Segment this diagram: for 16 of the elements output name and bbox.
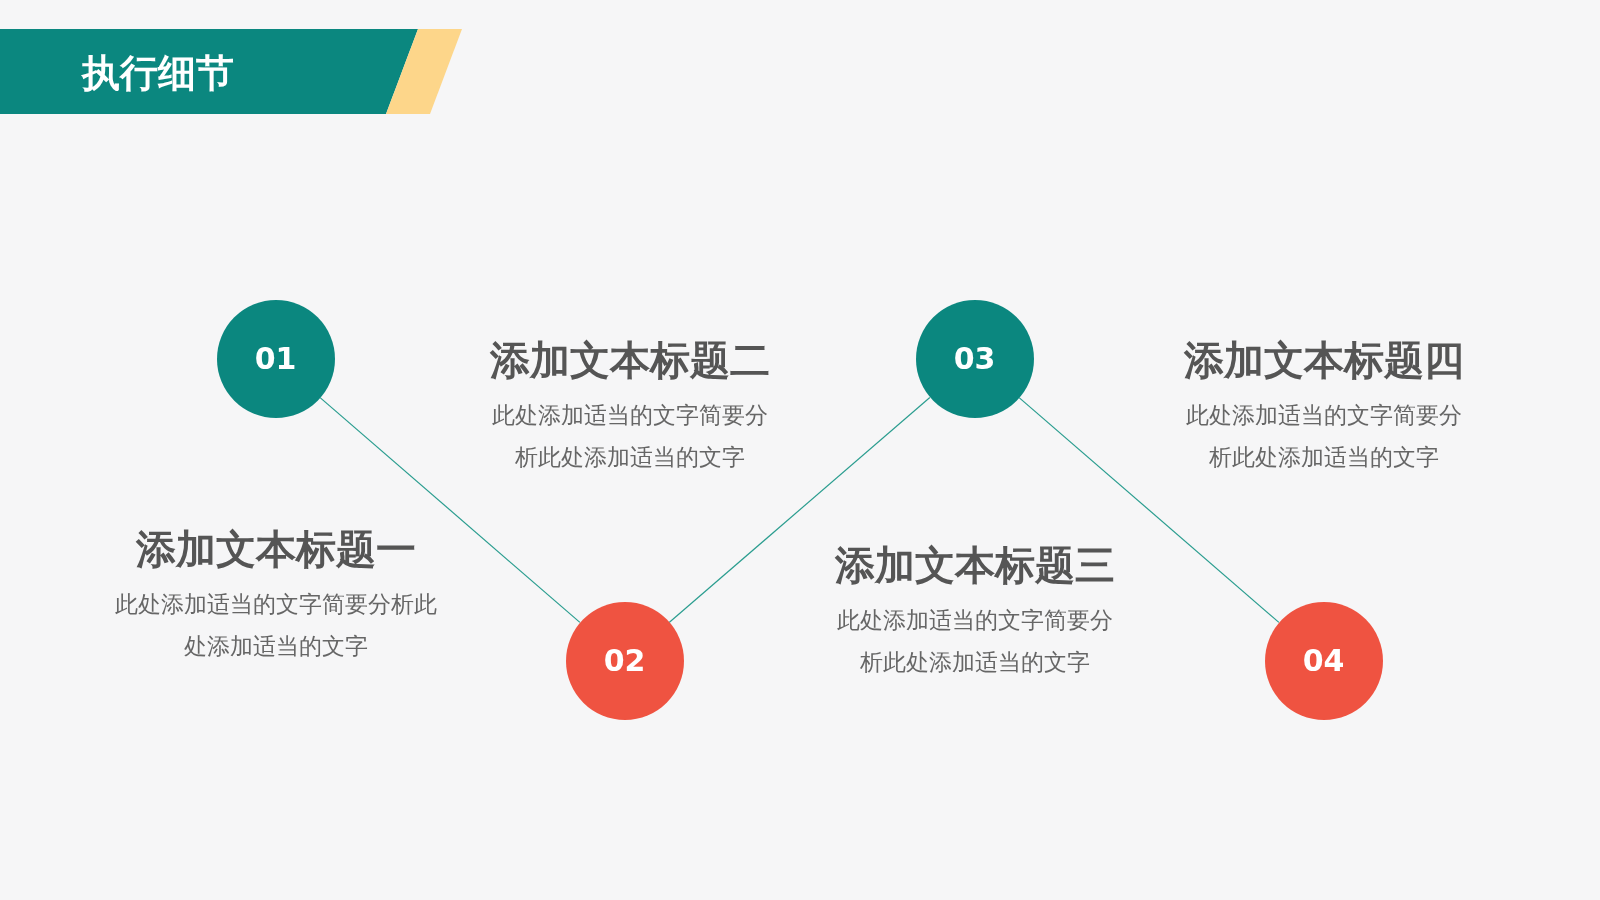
- step-description: 此处添加适当的文字简要分析此处添加适当的文字: [490, 401, 769, 472]
- step-number: 02: [603, 643, 646, 679]
- step-heading: 添加文本标题二: [489, 336, 770, 384]
- connector-line: [319, 397, 581, 623]
- step-number: 01: [254, 341, 297, 377]
- step-number: 04: [1302, 643, 1345, 679]
- step-number: 03: [953, 341, 996, 377]
- step-description: 此处添加适当的文字简要分析此处添加适当的文字: [113, 590, 438, 661]
- connector-line: [1018, 397, 1280, 623]
- slide-title: 执行细节: [82, 50, 234, 97]
- step-heading: 添加文本标题四: [1183, 336, 1464, 384]
- step-description: 此处添加适当的文字简要分析此处添加适当的文字: [835, 606, 1114, 677]
- step-heading: 添加文本标题一: [135, 525, 416, 573]
- step-heading: 添加文本标题三: [834, 541, 1115, 589]
- connector-line: [668, 396, 931, 624]
- step-description: 此处添加适当的文字简要分析此处添加适当的文字: [1184, 401, 1463, 472]
